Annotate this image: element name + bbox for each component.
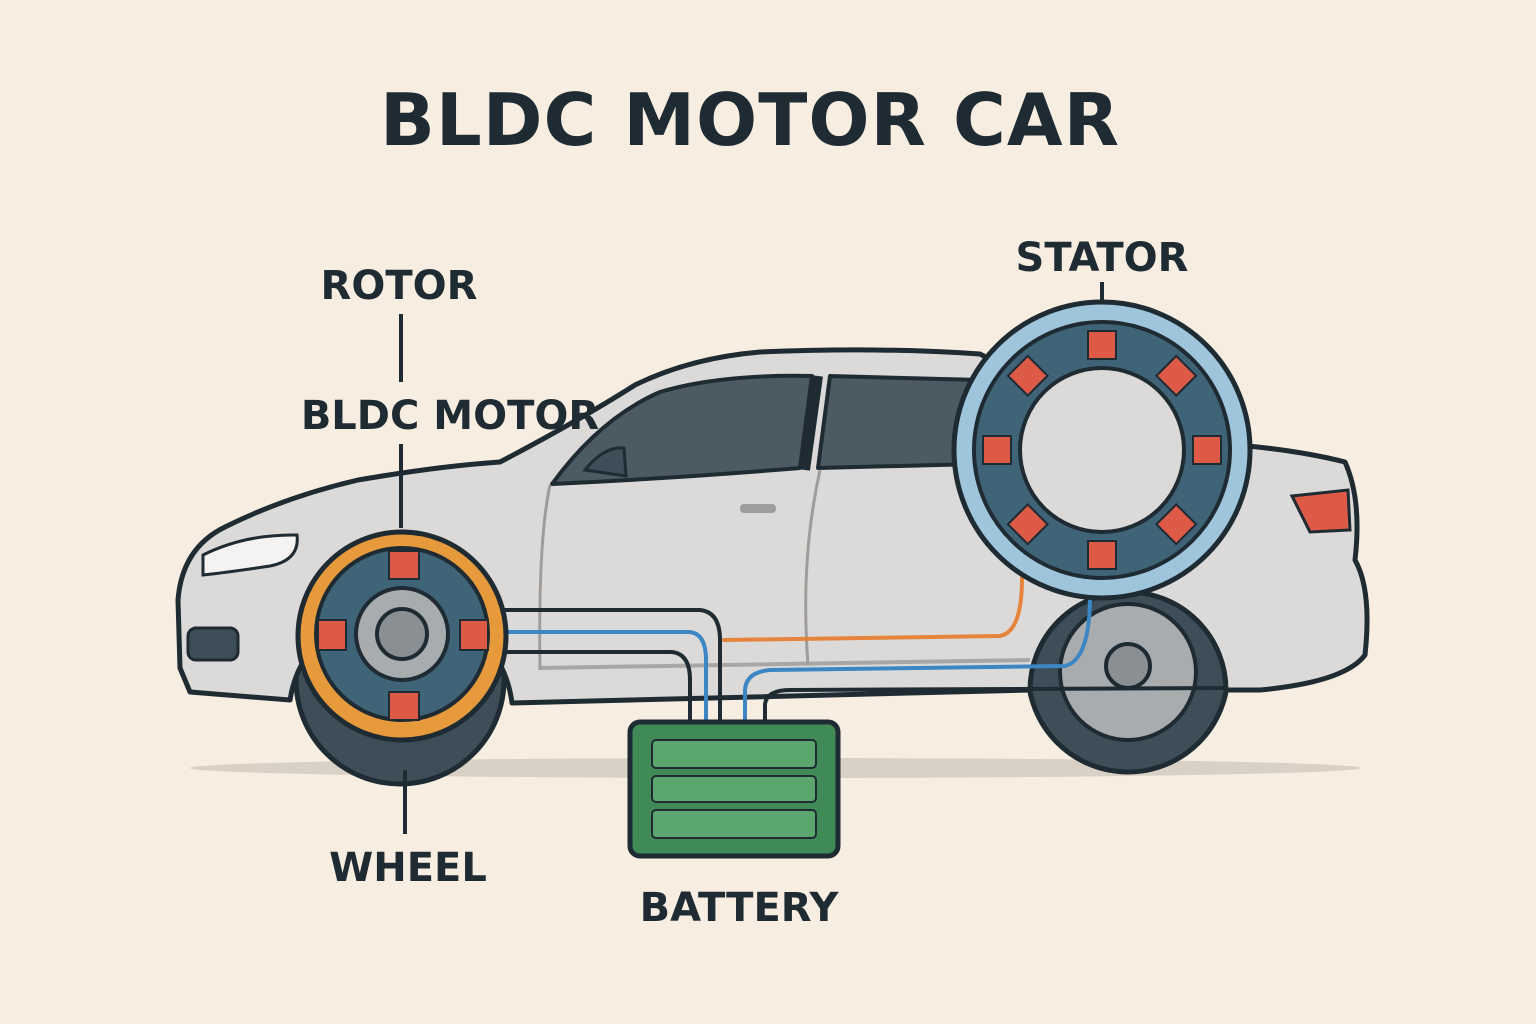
wire-blue-1 (503, 630, 708, 724)
stator-magnet (1155, 503, 1198, 546)
battery-cell-1 (651, 739, 817, 769)
headlight (201, 533, 299, 577)
mirror (582, 446, 628, 478)
stator-magnet (1087, 330, 1117, 360)
stator-magnets (982, 330, 1222, 570)
stator-bore (1018, 366, 1186, 534)
stator (951, 299, 1253, 601)
rear-wheel (1025, 569, 1231, 775)
stator-magnet (1192, 435, 1222, 465)
rotor-magnet-left (317, 619, 347, 651)
battery-cell-2 (651, 775, 817, 803)
battery-pack (627, 719, 841, 859)
tail-light (1289, 488, 1352, 534)
battery-label: BATTERY (639, 885, 839, 931)
rotor-label: ROTOR (320, 263, 478, 309)
stator-label: STATOR (1015, 235, 1189, 281)
stator-magnet (1006, 503, 1049, 546)
door-handle (740, 504, 776, 513)
wheel-label: WHEEL (329, 845, 487, 891)
rotor-magnet-top (388, 550, 420, 580)
wire-orange (722, 576, 1024, 642)
stator-magnet (1155, 354, 1198, 397)
wire-black-2 (503, 650, 692, 724)
wiring (503, 576, 1227, 724)
diagram-title: BLDC MOTOR CAR (379, 78, 1121, 162)
stator-magnet (1087, 540, 1117, 570)
front-grille (186, 626, 240, 662)
battery-cell-3 (651, 809, 817, 839)
stator-magnet (1006, 354, 1049, 397)
rotor-axle (375, 607, 429, 661)
car-sill (539, 658, 1031, 670)
wire-blue-2 (743, 593, 1092, 724)
front-bldc-motor (295, 529, 509, 743)
front-door-line (538, 484, 552, 671)
rotor-magnet-right (459, 619, 489, 651)
wire-black-3 (763, 686, 1227, 724)
wire-black-1 (503, 608, 722, 724)
stator-magnet (982, 435, 1012, 465)
b-pillar (800, 375, 823, 471)
bldc-motor-label: BLDC MOTOR (300, 393, 600, 439)
rotor-magnet-bottom (388, 691, 420, 721)
callout-lines (399, 282, 1104, 834)
